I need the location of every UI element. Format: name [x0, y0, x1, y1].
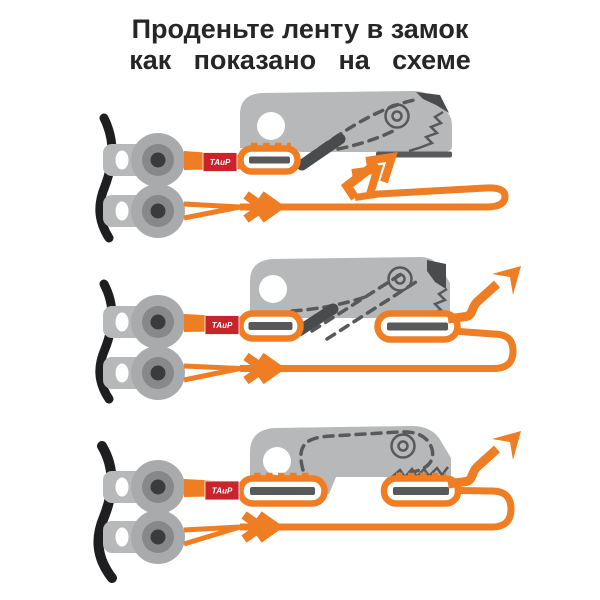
page-title: Проденьте ленту в замок как показано на … — [0, 14, 600, 76]
strap-locked-left-slot — [237, 472, 328, 507]
brand-tag-label: ТАиР — [212, 487, 233, 496]
cam-pivot — [390, 433, 416, 459]
strap-in-right-slot — [374, 310, 461, 343]
latch-tip — [427, 260, 446, 289]
pull-up-arrow-icon — [447, 266, 521, 324]
buckle-open-threaded — [250, 257, 450, 341]
pull-direction-chevron-icon — [258, 191, 286, 223]
buckle-open — [240, 91, 452, 171]
brand-tag: ТАиР — [202, 152, 238, 172]
frame-edge — [95, 279, 117, 404]
pull-direction-chevron-icon — [241, 511, 269, 543]
buckle-lever — [296, 133, 346, 171]
step-1-insert-strap: ТАиР — [95, 91, 509, 243]
pull-direction-chevron-icon — [243, 191, 271, 223]
step-3-locked: ТАиР — [93, 426, 521, 583]
strap-locked-right-slot — [380, 472, 462, 507]
buckle-hole — [259, 275, 287, 303]
pull-direction-chevron-icon — [256, 511, 284, 543]
pull-up-arrow-icon — [447, 431, 521, 489]
chain-link-lower — [103, 510, 185, 564]
strap-loop — [183, 266, 521, 385]
cam-pivot — [387, 266, 413, 292]
brand-tag-label: ТАиР — [212, 321, 233, 330]
chain-link-lower — [103, 346, 185, 400]
strap-end-tip — [237, 142, 301, 175]
brand-tag: ТАиР — [204, 315, 240, 335]
chain-link-upper — [103, 295, 185, 349]
title-line-1: Проденьте ленту в замок — [131, 14, 469, 44]
strap-in-left-slot — [237, 310, 304, 342]
step-2-thread-through: ТАиР — [95, 257, 521, 404]
brand-tag: ТАиР — [204, 480, 240, 501]
cam-pivot — [384, 103, 410, 129]
buckle-lever — [293, 303, 339, 337]
frame-edge — [93, 441, 117, 583]
strap-loop — [183, 152, 509, 223]
title-line-2: как показано на схеме — [129, 45, 471, 75]
buckle-hole — [257, 112, 285, 140]
insert-arrow-icon — [340, 152, 398, 201]
pull-direction-chevron-icon — [258, 352, 286, 385]
chain-link-lower — [103, 184, 185, 238]
strap-loop — [183, 431, 521, 547]
frame-edge — [95, 113, 117, 243]
brand-tag-label: ТАиР — [210, 158, 231, 167]
buckle-hole — [263, 447, 291, 475]
pull-direction-chevron-icon — [243, 352, 271, 385]
latch-tip — [416, 92, 449, 113]
